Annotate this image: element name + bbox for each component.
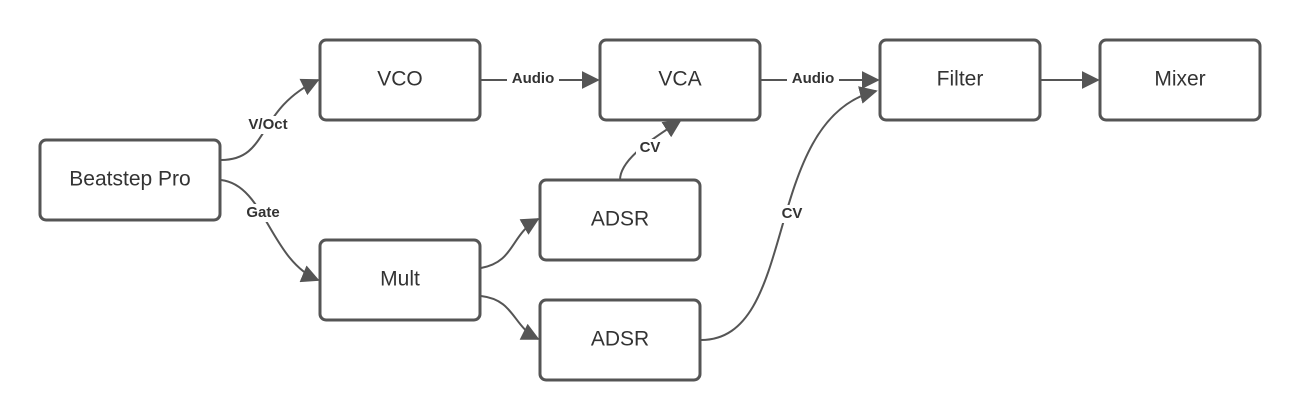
node-adsr-filter: ADSR <box>538 298 702 382</box>
node-label: VCA <box>658 68 701 91</box>
node-label: VCO <box>377 68 423 91</box>
edge-mult-to-adsr2 <box>480 295 540 340</box>
edge-label-text: V/Oct <box>248 116 287 133</box>
edge-label-cv-vca: CV <box>636 139 664 157</box>
node-adsr-vca: ADSR <box>538 178 702 262</box>
node-label: Beatstep Pro <box>69 168 190 191</box>
node-label: Mixer <box>1154 68 1205 91</box>
edge-beatstep-to-mult <box>220 179 320 283</box>
node-vco: VCO <box>318 38 482 122</box>
edge-label-text: Audio <box>792 70 835 87</box>
node-vca: VCA <box>598 38 762 122</box>
node-mixer: Mixer <box>1098 38 1262 122</box>
edge-label-text: CV <box>782 205 803 222</box>
edge-adsr2-to-filter <box>700 86 878 341</box>
edge-label-audio-vco-vca: Audio <box>507 70 559 88</box>
edge-label-gate: Gate <box>242 204 284 222</box>
node-beatstep-pro: Beatstep Pro <box>38 138 222 222</box>
edge-label-cv-filter: CV <box>778 205 806 223</box>
edge-label-voct: V/Oct <box>243 116 293 134</box>
node-label: ADSR <box>591 208 649 231</box>
edge-label-text: Audio <box>512 70 555 87</box>
node-label: Filter <box>937 68 984 91</box>
node-mult: Mult <box>318 238 482 322</box>
edge-label-audio-vca-filter: Audio <box>787 70 839 88</box>
edge-mult-to-adsr1 <box>480 218 540 269</box>
node-label: Mult <box>380 268 420 291</box>
edge-label-text: CV <box>640 139 661 156</box>
node-filter: Filter <box>878 38 1042 122</box>
node-label: ADSR <box>591 328 649 351</box>
edge-label-text: Gate <box>246 204 279 221</box>
